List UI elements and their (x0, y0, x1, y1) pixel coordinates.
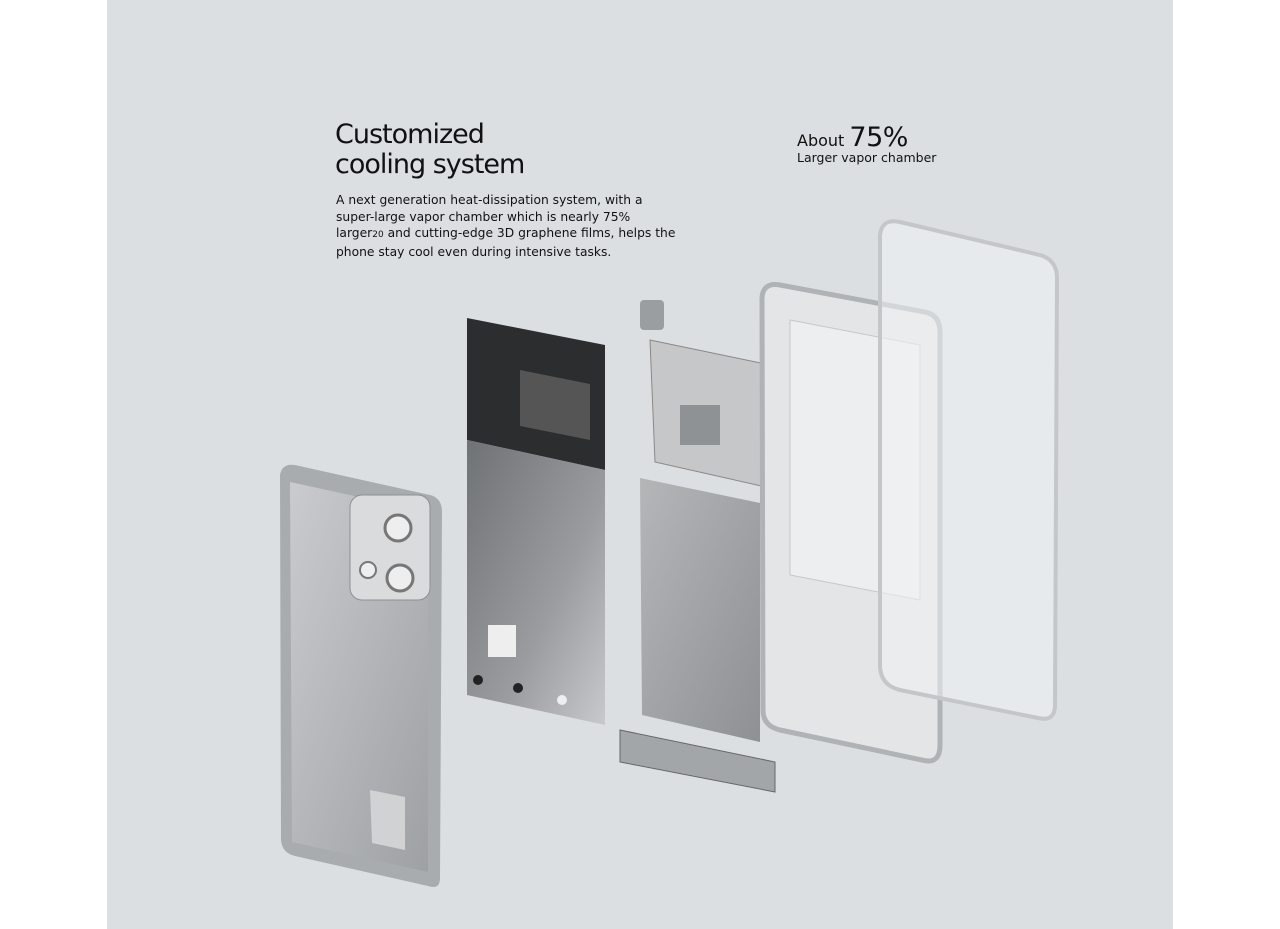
stat-value: 75% (849, 122, 908, 153)
description-text: A next generation heat-dissipation syste… (336, 193, 643, 240)
vapor-chamber-stat: About 75% Larger vapor chamber (797, 122, 936, 165)
camera-module (640, 300, 664, 330)
title-line-2: cooling system (335, 149, 525, 180)
stat-caption: Larger vapor chamber (797, 150, 937, 165)
sub-board (619, 729, 776, 793)
footnote-marker: 20 (372, 230, 384, 240)
glass-screen (878, 219, 1060, 721)
section-title: Customized cooling system (335, 119, 525, 180)
graphene-film (467, 440, 605, 725)
back-cover (280, 464, 442, 887)
mainboard (649, 339, 771, 489)
motherboard-bracket (467, 318, 605, 470)
title-line-1: Customized (335, 119, 485, 150)
stat-prefix: About (797, 131, 845, 150)
battery (640, 478, 760, 742)
description: A next generation heat-dissipation syste… (336, 192, 676, 260)
description-text-continued: and cutting-edge 3D graphene films, help… (336, 226, 676, 259)
